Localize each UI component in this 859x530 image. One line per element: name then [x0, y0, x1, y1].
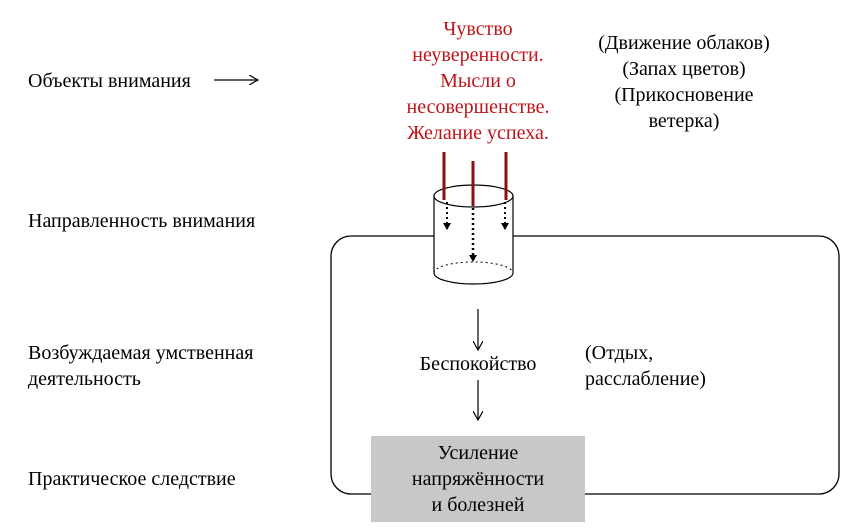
focus-objects: Чувство неуверенности. Мысли о несоверше… [388, 16, 568, 146]
row-label-direction: Направленность внимания [28, 210, 256, 232]
other-item: (Запах цветов) [622, 58, 746, 80]
other-objects: (Движение облаков) (Запах цветов) (Прико… [584, 30, 784, 134]
row-label-consequence: Практическое следствие [28, 468, 236, 490]
row-label-activity-line2: деятельность [28, 368, 141, 390]
other-item: (Прикосновение [614, 84, 754, 106]
focus-item: Мысли о [440, 70, 516, 92]
outcome-line: и болезней [431, 494, 525, 516]
outcome-text: Усиление напряжённости и болезней [371, 440, 585, 518]
activity-label: Беспокойство [419, 353, 537, 375]
outcome-box [371, 436, 585, 522]
row-label-activity: Возбуждаемая умственная деятельность [28, 340, 253, 392]
row-label-objects: Объекты внимания [28, 70, 191, 92]
alt-activity-line1: (Отдых, [585, 342, 654, 364]
other-item: ветерка) [648, 110, 720, 132]
row-label-activity-line1: Возбуждаемая умственная [28, 342, 254, 364]
outcome-line: Усиление [437, 442, 519, 464]
other-item: (Движение облаков) [598, 32, 770, 54]
attention-frame [330, 235, 840, 495]
focus-item: Чувство [443, 18, 513, 40]
focus-item: Желание успеха. [407, 122, 549, 144]
focus-item: несовершенстве. [406, 96, 550, 118]
alt-activity-line2: расслабление) [585, 368, 706, 390]
outcome-line: напряжённости [411, 468, 545, 490]
focus-item: неуверенности. [412, 44, 544, 66]
alt-activity: (Отдых, расслабление) [585, 340, 706, 392]
